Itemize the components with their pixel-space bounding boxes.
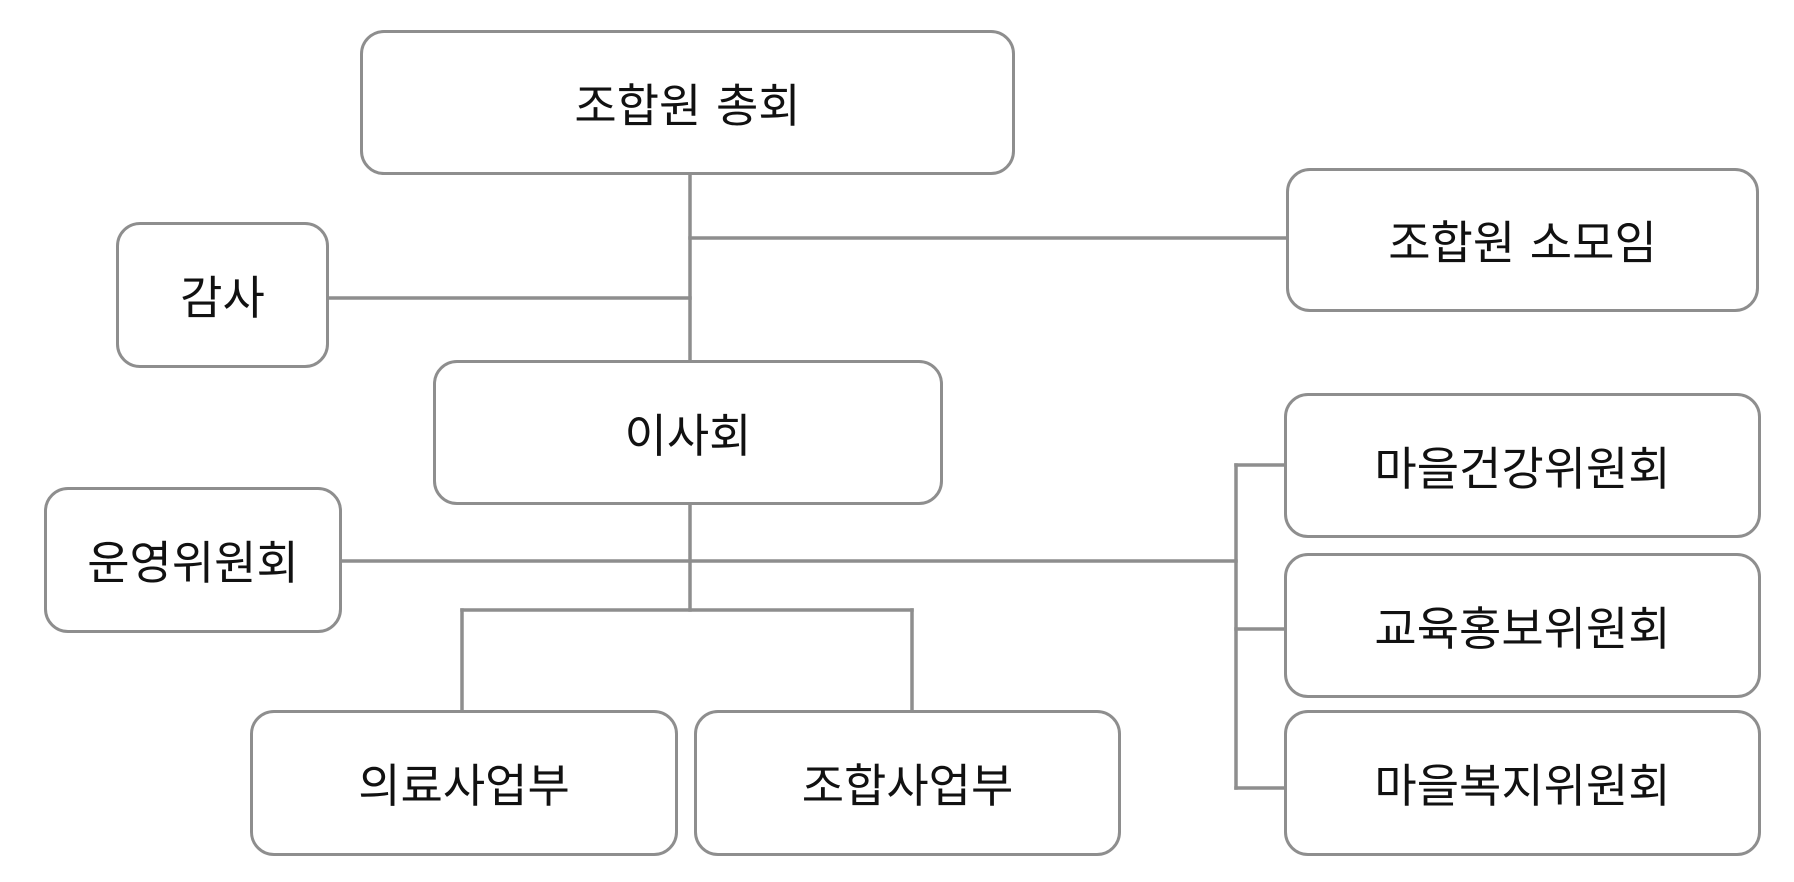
node-cooperative-business-dept: 조합사업부 [694,710,1121,856]
node-board: 이사회 [433,360,943,505]
node-label: 조합사업부 [801,759,1014,813]
node-label: 마을건강위원회 [1374,441,1671,496]
node-label: 조합원 총회 [574,78,801,133]
node-education-pr-committee: 교육홍보위원회 [1284,553,1761,698]
node-member-groups: 조합원 소모임 [1286,168,1759,312]
node-general-assembly: 조합원 총회 [360,30,1015,175]
node-label: 교육홍보위원회 [1374,601,1671,656]
node-label: 이사회 [624,408,752,463]
node-label: 의료사업부 [358,759,570,813]
node-label: 감사 [180,271,265,325]
node-village-health-committee: 마을건강위원회 [1284,393,1761,538]
node-label: 조합원 소모임 [1388,216,1657,270]
node-label: 마을복지위원회 [1374,759,1671,813]
node-village-welfare-committee: 마을복지위원회 [1284,710,1761,856]
node-audit: 감사 [116,222,329,368]
node-steering-committee: 운영위원회 [44,487,342,633]
node-medical-business-dept: 의료사업부 [250,710,678,856]
node-label: 운영위원회 [87,536,299,590]
